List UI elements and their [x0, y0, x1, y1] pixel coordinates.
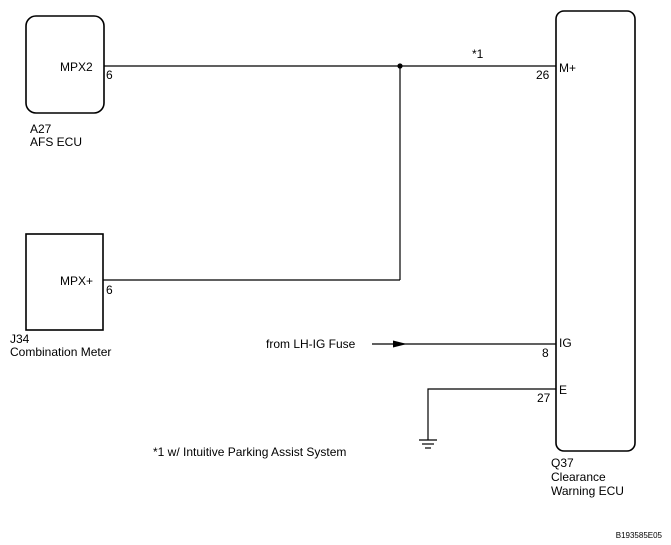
afs-ecu-code: A27: [30, 122, 52, 136]
wire-ground: [427, 388, 556, 440]
combination-meter-terminal-label: MPX+: [60, 274, 93, 288]
clearance-ecu-pin-27: 27: [537, 391, 551, 405]
combination-meter-pin: 6: [106, 283, 113, 297]
footnote: *1 w/ Intuitive Parking Assist System: [153, 445, 346, 459]
clearance-ecu-name-line2: Warning ECU: [551, 484, 624, 498]
figure-code: B193585E05: [616, 531, 663, 540]
clearance-warning-ecu-box: [555, 10, 636, 452]
combination-meter-box: [25, 233, 104, 331]
splice-point: [397, 63, 403, 69]
clearance-ecu-name-line1: Clearance: [551, 470, 606, 484]
afs-ecu-box: [25, 15, 105, 114]
combination-meter-name: Combination Meter: [10, 345, 111, 359]
arrow-right-icon: [393, 340, 407, 348]
clearance-ecu-code: Q37: [551, 456, 574, 470]
wire-note-marker: *1: [472, 47, 484, 61]
clearance-ecu-terminal-mplus: M+: [559, 61, 576, 75]
afs-ecu-pin: 6: [106, 68, 113, 82]
combination-meter-code: J34: [10, 332, 30, 346]
clearance-ecu-pin-26: 26: [536, 68, 550, 82]
afs-ecu-terminal-label: MPX2: [60, 60, 93, 74]
ground-icon: [419, 439, 437, 449]
clearance-ecu-terminal-e: E: [559, 383, 567, 397]
fuse-source-label: from LH-IG Fuse: [266, 337, 356, 351]
afs-ecu-name: AFS ECU: [30, 135, 82, 149]
clearance-ecu-terminal-ig: IG: [559, 336, 572, 350]
clearance-ecu-pin-8: 8: [542, 346, 549, 360]
